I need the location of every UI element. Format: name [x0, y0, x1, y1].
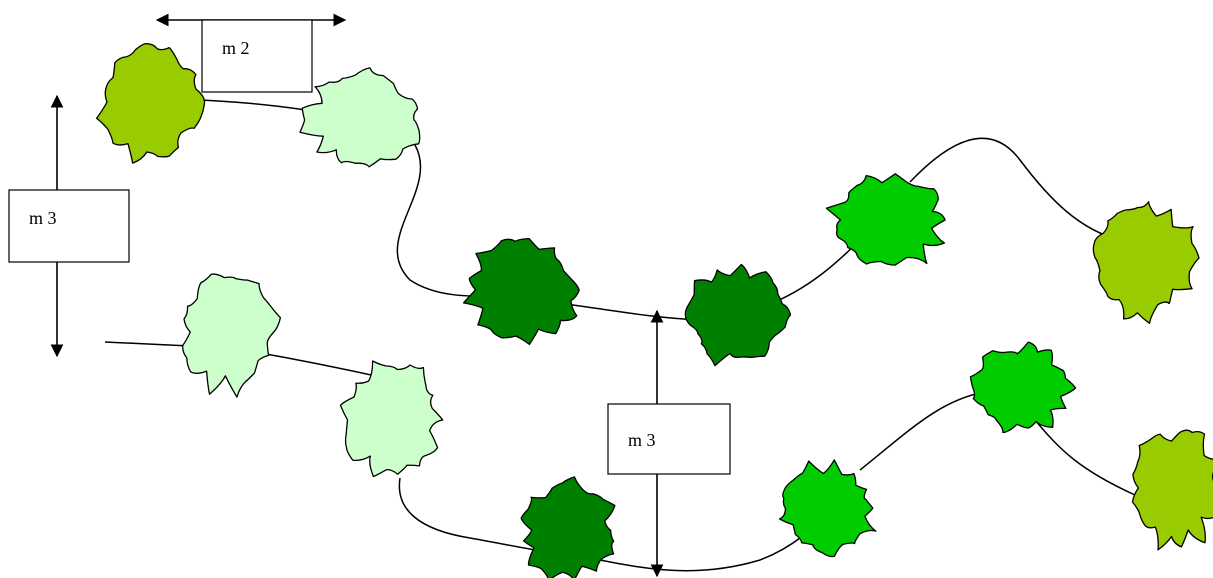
- leaf-lower-1: [182, 273, 282, 398]
- leaf-upper-2: [299, 67, 421, 168]
- left-height-label: m 3: [29, 208, 57, 228]
- leaf-upper-5: [825, 173, 946, 266]
- leaf-upper-6: [1092, 201, 1200, 324]
- leaf-lower-6: [1131, 429, 1213, 551]
- left-height-dimension: m 3: [8, 94, 130, 358]
- leaf-upper-3: [462, 237, 580, 346]
- left-height-label-box: [8, 189, 130, 263]
- leaf-lower-2: [339, 360, 444, 478]
- width-dimension: m 2: [155, 13, 347, 93]
- leaf-lower-4: [778, 459, 877, 558]
- leaf-upper-1: [95, 42, 206, 164]
- middle-height-dimension: m 3: [607, 309, 731, 578]
- width-label-box: [201, 19, 313, 93]
- leaf-lower-3: [520, 476, 616, 578]
- leaf-upper-4: [684, 263, 792, 367]
- middle-height-label: m 3: [628, 430, 656, 450]
- width-label: m 2: [222, 38, 250, 58]
- upper-row-vine: [149, 97, 1121, 321]
- leaf-lower-5: [969, 341, 1077, 434]
- middle-height-label-box: [607, 403, 731, 475]
